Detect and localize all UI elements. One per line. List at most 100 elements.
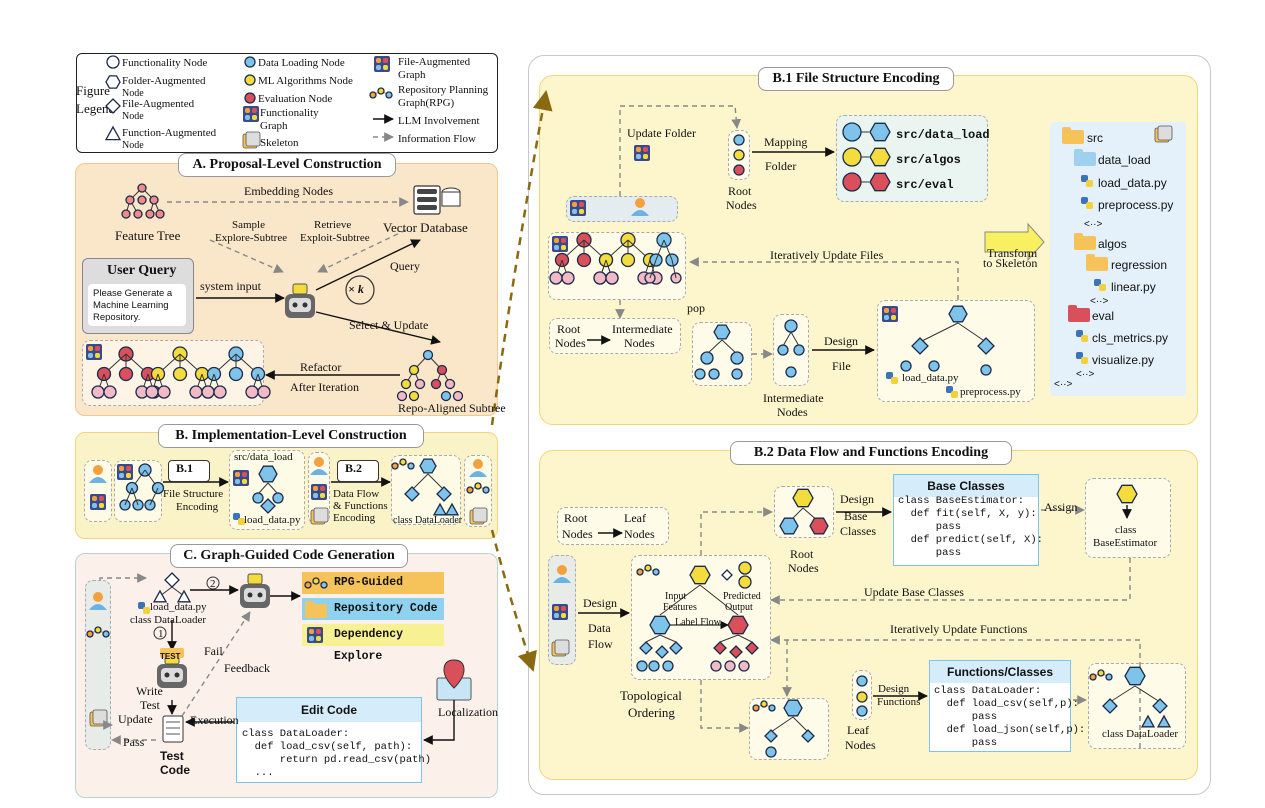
subtree-node	[408, 390, 420, 402]
python-icon-part	[951, 391, 958, 398]
link-to-b1	[490, 90, 553, 426]
tree-algos: algos	[1098, 237, 1127, 251]
times-k-label: × k	[348, 282, 364, 296]
tree-edge	[649, 259, 657, 279]
b1-inter-nodes: Nodes	[624, 336, 655, 350]
b2-topo-arrow	[700, 680, 749, 733]
tree-node	[700, 351, 714, 365]
graph-icon-cell	[242, 472, 247, 477]
b2-df-rpg-icon	[636, 568, 644, 576]
c-feedback: Feedback	[224, 661, 270, 675]
graph-icon-cell	[245, 108, 250, 113]
b2-design-fn-1: Design	[878, 683, 910, 695]
b1-intermediate: Intermediate	[612, 322, 673, 336]
func-code-5: pass	[934, 737, 998, 749]
b2-leaf-nodes-2: Nodes	[845, 738, 876, 752]
c-class-dataloader: class DataLoader	[130, 614, 207, 626]
graph-icon-cell	[884, 308, 889, 313]
graph-icon-cell	[320, 493, 325, 498]
df-leaf	[710, 660, 722, 672]
user-icon-body	[89, 604, 107, 610]
func-code-3: pass	[934, 711, 998, 723]
func-diamond	[1102, 698, 1118, 714]
tree-linear: linear.py	[1111, 280, 1156, 294]
tree-node	[730, 351, 744, 365]
python-icon-part	[1081, 335, 1088, 342]
b2-root: Root	[564, 511, 588, 525]
b2-class-dataloader: class DataLoader	[1102, 728, 1179, 740]
b-edge	[131, 487, 139, 506]
b-edge	[411, 473, 429, 491]
folder-map-node	[842, 172, 862, 192]
robot-face	[289, 298, 311, 312]
tree-leaf	[189, 385, 203, 399]
tree-leaf	[201, 385, 215, 399]
b2-update-base-arrow	[770, 558, 1131, 605]
b1-nodes-2: Nodes	[777, 405, 808, 419]
b1-desc-2: Encoding	[176, 501, 219, 513]
refactored-graph-icon	[86, 344, 102, 360]
tree-edge	[663, 239, 673, 261]
tool-rpg-icon	[304, 581, 312, 589]
b-edge	[427, 473, 445, 491]
edit-code-title: Edit Code	[237, 698, 421, 722]
tree-py-icon	[1094, 279, 1101, 286]
rpg-icon-node	[760, 700, 768, 708]
feature-tree-node	[155, 209, 165, 219]
df-node	[738, 575, 752, 589]
link-to-b2	[490, 529, 537, 672]
graph-icon-cell	[88, 346, 93, 351]
select-update-arrow	[315, 311, 441, 345]
df-small-diamond	[721, 569, 733, 581]
graph-icon-cell	[88, 353, 93, 358]
b1-load-py-icon	[886, 372, 893, 379]
inter-node	[784, 319, 798, 333]
skeleton-icon-part	[554, 639, 570, 655]
tree-visualize: visualize.py	[1092, 353, 1155, 367]
sample-label: Sample	[232, 219, 265, 231]
graph-icon-cell	[316, 636, 321, 641]
b1-nodes: Nodes	[555, 336, 586, 350]
base-code-1: class BaseEstimator:	[898, 495, 1025, 507]
graph-icon-cell	[313, 486, 318, 491]
graph-icon-cell	[99, 503, 104, 508]
skeleton-tree-panel	[1050, 122, 1186, 396]
graph-icon-cell	[235, 479, 240, 484]
b2-root-hexagon	[792, 488, 814, 508]
legend-file-graph: File-Augmented	[398, 56, 471, 68]
b2-design-df-3: Flow	[588, 637, 613, 651]
b2-iter-func-arrow	[770, 635, 1141, 748]
graph-icon-cell	[579, 202, 584, 207]
rpg-icon-node	[482, 486, 490, 494]
robot-eye	[302, 302, 308, 308]
b1-root-1: Root	[728, 184, 752, 198]
graph-icon-cell	[376, 58, 381, 63]
tree-more-4: <··>	[1054, 379, 1073, 390]
tree-leaf	[708, 368, 720, 380]
graph-icon-cell	[126, 466, 131, 471]
b2-button-label: B.2	[345, 461, 363, 475]
b1-graph-icon	[233, 470, 249, 486]
robot-speech	[292, 283, 308, 295]
b1-preprocess: preprocess.py	[960, 386, 1021, 398]
legend-function-node-2: Node	[122, 140, 144, 151]
df-edge	[737, 634, 753, 643]
graph-icon-cell	[252, 108, 257, 113]
tree-edge	[1109, 685, 1136, 703]
c-top-arrow	[99, 573, 147, 583]
tree-eval-icon	[1068, 308, 1090, 322]
test-badge	[160, 648, 184, 658]
file-diamond	[911, 337, 929, 355]
legend-circle-icon	[106, 55, 120, 69]
feature-tree-node	[121, 209, 131, 219]
robot-eye	[247, 592, 253, 598]
subtree-node	[400, 378, 412, 390]
graph-icon-cell	[561, 245, 566, 250]
skeleton-icon-part	[1157, 125, 1173, 141]
repo-aligned-label: Repo-Aligned Subtree	[398, 401, 506, 415]
legend-rpg-icon	[369, 91, 377, 99]
b1-py-icon	[233, 513, 240, 520]
refactor-label: Refactor	[300, 360, 342, 374]
graph-icon-cell	[313, 493, 318, 498]
b2-leaf-leaf	[765, 746, 777, 758]
